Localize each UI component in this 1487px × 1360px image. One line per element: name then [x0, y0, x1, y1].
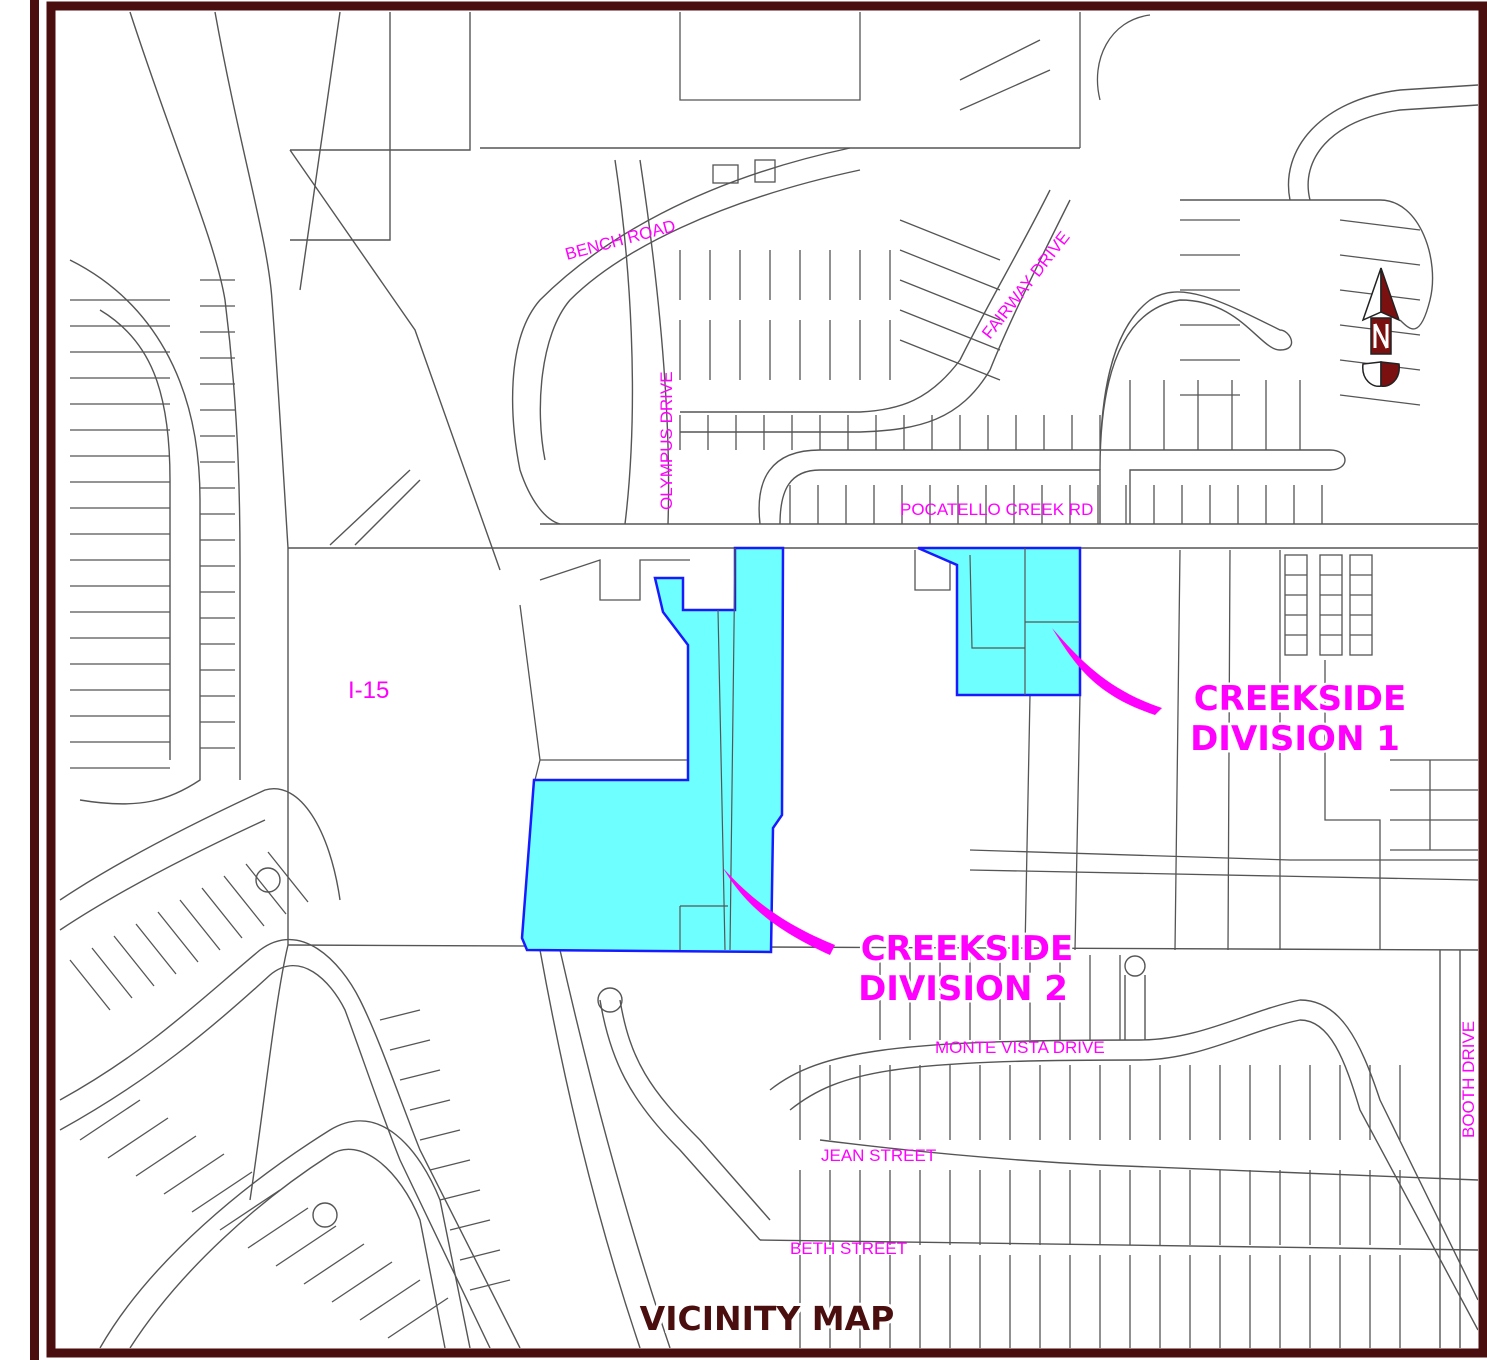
- creekside-division-2-parcel[interactable]: [520, 546, 785, 954]
- lot-line: [179, 899, 221, 951]
- lot-line: [419, 1129, 461, 1141]
- lot-line: [469, 1279, 511, 1291]
- label-beth-street: BETH STREET: [790, 1239, 907, 1258]
- lot-line: [267, 851, 309, 903]
- creekside-division-2-label: CREEKSIDE DIVISION 2: [856, 927, 1076, 1012]
- lot-line: [459, 1249, 501, 1261]
- left-frame-line: [30, 0, 39, 1360]
- lot-line: [275, 1225, 337, 1267]
- lot-line: [69, 959, 111, 1011]
- lot-line: [899, 339, 1001, 381]
- lot-line: [1339, 394, 1421, 406]
- lot-line: [219, 1189, 281, 1231]
- lot-line: [79, 1099, 141, 1141]
- lot-line: [91, 947, 133, 999]
- creekside-division-1-label: CREEKSIDE DIVISION 1: [1188, 677, 1409, 762]
- lot-line: [409, 1099, 451, 1111]
- label-i-15: I-15: [348, 677, 389, 704]
- lot-line: [359, 1279, 421, 1321]
- label-monte-vista-drive: MONTE VISTA DRIVE: [935, 1038, 1105, 1057]
- lot-line: [107, 1117, 169, 1159]
- creekside-division-1-inner-lines: [969, 548, 1080, 695]
- lot-line: [899, 309, 1001, 351]
- division-1-leader: [1052, 628, 1162, 715]
- lot-line: [379, 1009, 421, 1021]
- lot-line: [399, 1069, 441, 1081]
- label-olympus-drive: OLYMPUS DRIVE: [657, 371, 676, 510]
- lot-line: [899, 219, 1001, 261]
- lot-line: [163, 1153, 225, 1195]
- lot-line: [135, 923, 177, 975]
- lot-line: [303, 1243, 365, 1285]
- division-2-line-2: DIVISION 2: [858, 969, 1068, 1009]
- lot-line: [389, 1039, 431, 1051]
- lot-line: [899, 249, 1001, 291]
- label-pocatello-creek-rd: POCATELLO CREEK RD: [900, 500, 1093, 519]
- lot-line: [113, 935, 155, 987]
- lot-line: [223, 875, 265, 927]
- lot-line: [1339, 254, 1421, 266]
- lot-line: [439, 1189, 481, 1201]
- division-1-line-1: CREEKSIDE: [1194, 679, 1407, 719]
- north-arrow-icon: [1361, 267, 1401, 388]
- left-frame-bar: [0, 0, 46, 1360]
- parcel-lines: [59, 11, 1478, 1348]
- lot-line: [157, 911, 199, 963]
- lot-line: [331, 1261, 393, 1303]
- lot-line: [429, 1159, 471, 1171]
- map-title: VICINITY MAP: [640, 1299, 895, 1338]
- lot-line: [135, 1135, 197, 1177]
- lot-line: [1339, 219, 1421, 231]
- lot-line: [247, 1207, 309, 1249]
- creekside-division-2-inner-lines: [679, 547, 736, 951]
- lot-line: [899, 279, 1001, 321]
- lot-line: [245, 863, 287, 915]
- lot-line: [191, 1171, 253, 1213]
- lot-line: [201, 887, 243, 939]
- lot-line: [449, 1219, 491, 1231]
- division-1-line-2: DIVISION 1: [1190, 719, 1400, 759]
- lot-line: [387, 1297, 449, 1339]
- label-jean-street: JEAN STREET: [821, 1146, 936, 1165]
- division-2-line-1: CREEKSIDE: [861, 929, 1074, 969]
- label-booth-drive: BOOTH DRIVE: [1459, 1021, 1478, 1138]
- creekside-division-1-parcel[interactable]: [917, 546, 1082, 697]
- division-2-leader: [723, 868, 835, 955]
